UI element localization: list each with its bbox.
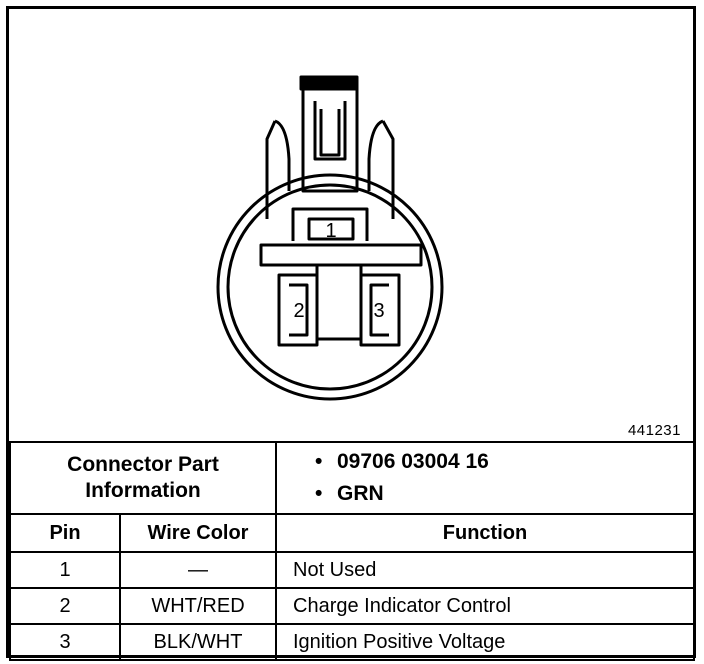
t-bar: [259, 243, 423, 267]
row-2-color: WHT/RED: [119, 587, 277, 625]
pin-3-label: 3: [373, 300, 384, 322]
row-2-pin: 2: [9, 587, 121, 625]
row-1-color: —: [119, 551, 277, 589]
part-info-title: Connector Part Information: [9, 441, 277, 515]
table-header-row: Pin Wire Color Function: [9, 513, 695, 553]
row-3-pin: 3: [9, 623, 121, 661]
table-row: 3 BLK/WHT Ignition Positive Voltage: [9, 623, 695, 661]
left-rib: [274, 119, 291, 191]
pin-2-cavity: [277, 273, 319, 347]
latch-body: [301, 89, 359, 193]
connector-info-table: Connector Part Information •09706 03004 …: [9, 441, 695, 661]
part-number: •09706 03004 16: [315, 450, 489, 473]
pin-2-label: 2: [293, 300, 304, 322]
row-3-function: Ignition Positive Voltage: [275, 623, 695, 661]
t-stem: [315, 265, 363, 341]
row-1-pin: 1: [9, 551, 121, 589]
table-row: 1 — Not Used: [9, 551, 695, 589]
row-3-color: BLK/WHT: [119, 623, 277, 661]
connector-face-drawing: 1 2 3: [216, 75, 444, 401]
header-function: Function: [275, 513, 695, 553]
row-1-function: Not Used: [275, 551, 695, 589]
figure-number: 441231: [627, 422, 681, 439]
row-2-function: Charge Indicator Control: [275, 587, 695, 625]
pin-1-label: 1: [325, 220, 336, 242]
part-info-row: Connector Part Information •09706 03004 …: [9, 441, 695, 515]
right-rib: [367, 119, 384, 191]
header-pin: Pin: [9, 513, 121, 553]
header-wire-color: Wire Color: [119, 513, 277, 553]
part-info-values: •09706 03004 16 •GRN: [275, 441, 695, 515]
pin-3-cavity: [359, 273, 401, 347]
table-row: 2 WHT/RED Charge Indicator Control: [9, 587, 695, 625]
latch-top: [299, 75, 359, 91]
pin-1-cavity: [291, 207, 369, 241]
connector-outer-ring: [216, 173, 444, 401]
part-color: •GRN: [315, 482, 384, 505]
diagram-frame: 1 2 3 441231 Connector Part Information …: [6, 6, 696, 661]
